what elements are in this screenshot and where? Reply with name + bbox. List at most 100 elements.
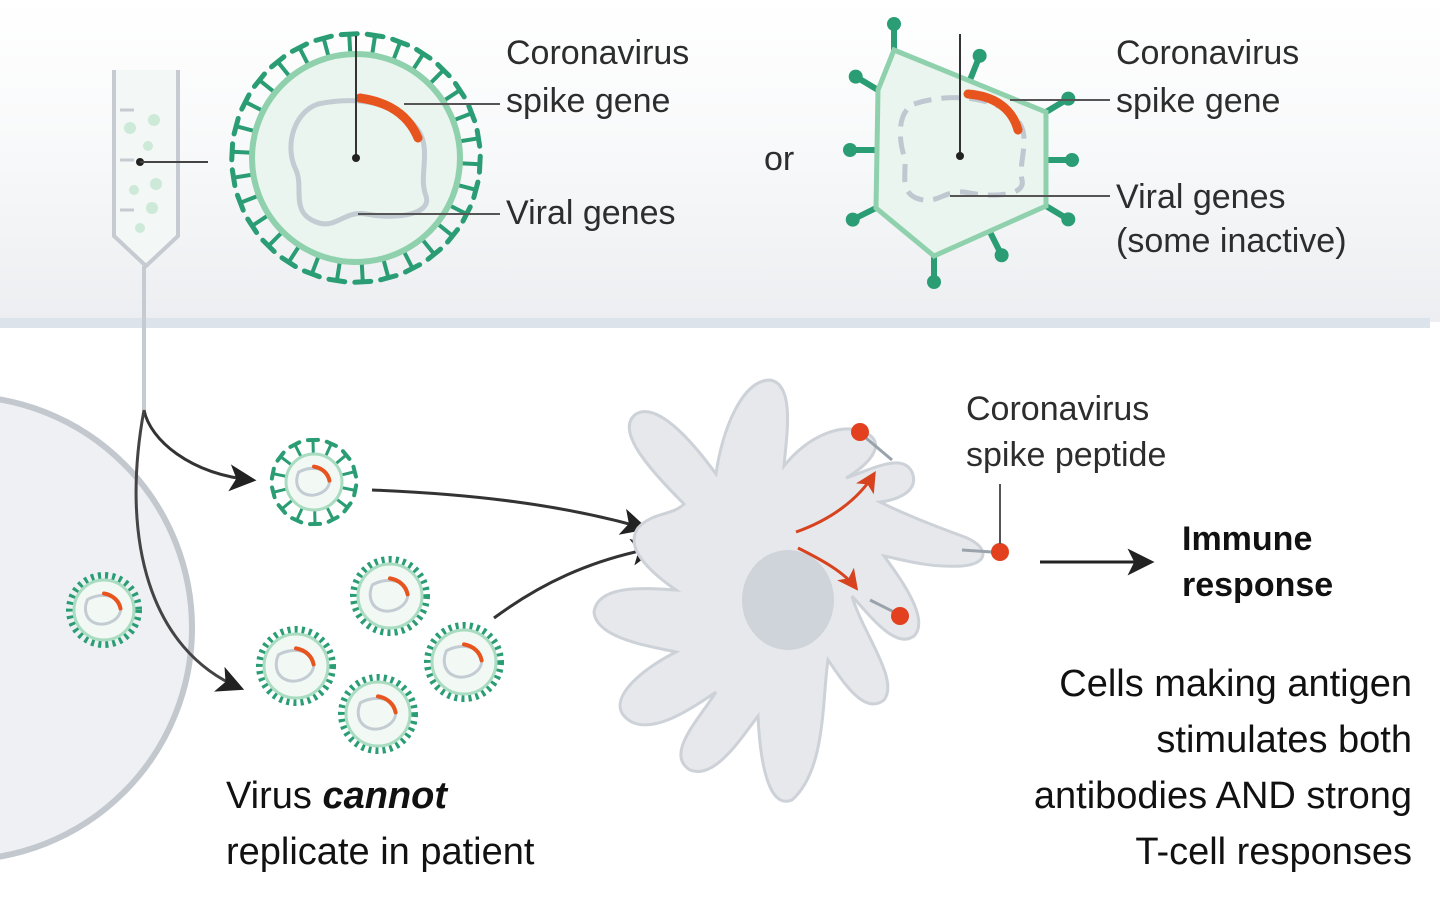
spike-head xyxy=(378,273,399,283)
capsid xyxy=(430,628,498,696)
spike-head xyxy=(452,81,467,100)
spike-gene-segment xyxy=(102,591,123,611)
small-virus-icon xyxy=(66,572,142,648)
spike-ring xyxy=(338,674,418,754)
hex-spike-gene-segment xyxy=(963,89,1023,135)
spike-head xyxy=(338,31,360,38)
spike-gene-segment xyxy=(294,646,316,667)
hexagonal-virus-icon xyxy=(843,17,1110,289)
spike-head xyxy=(848,69,863,84)
antigen-presenting-cell xyxy=(592,378,985,803)
capsid xyxy=(72,578,136,642)
spike-head xyxy=(288,440,302,449)
spike-stalk xyxy=(279,455,294,467)
spike-head xyxy=(260,237,277,255)
spike-stalk xyxy=(271,472,289,478)
spike-stalk xyxy=(321,36,331,60)
small-virus-icon xyxy=(338,674,418,754)
spike-stalk xyxy=(297,45,311,68)
cell-nucleus xyxy=(742,550,834,650)
spike-gene-segment xyxy=(355,93,423,143)
small-virus-icon xyxy=(256,626,336,706)
spike-head xyxy=(245,216,260,235)
tr-viral-genes-label-line2: (some inactive) xyxy=(1116,222,1347,260)
capsid xyxy=(284,452,344,512)
spike-head xyxy=(972,48,987,63)
tl-spike-gene-label-line2: spike gene xyxy=(506,82,670,120)
small-virus-icon xyxy=(350,556,430,636)
spike-stalk xyxy=(333,453,348,466)
spike-stalk xyxy=(275,59,293,80)
tr-viral-genes-label-line1: Viral genes xyxy=(1116,178,1286,216)
spike-stalk xyxy=(231,172,256,180)
spike-head xyxy=(445,227,461,245)
spike-stalk xyxy=(257,78,278,95)
spike-head xyxy=(1061,91,1076,106)
capsid xyxy=(262,632,330,700)
spike-stalk xyxy=(391,40,403,63)
spike-head xyxy=(843,143,857,157)
spike-head xyxy=(352,483,359,498)
red-transport-arrow-2 xyxy=(797,546,859,591)
peptide-label-line1: Coronavirus xyxy=(966,390,1149,428)
spike-head xyxy=(289,41,310,54)
replication-caption-line2: replicate in patient xyxy=(226,831,535,873)
spike-head xyxy=(342,501,353,514)
spike-ring xyxy=(66,572,142,648)
spike-head xyxy=(994,248,1009,263)
spike-head xyxy=(270,485,277,500)
spike-head xyxy=(326,515,340,524)
capsid xyxy=(356,562,424,630)
spike-head xyxy=(364,31,386,40)
spike-head xyxy=(301,268,322,280)
antigen-caption-line3: antibodies AND strong xyxy=(1034,775,1412,817)
spike-stalk xyxy=(334,497,349,509)
tl-spike-gene-label-line1: Coronavirus xyxy=(506,34,689,72)
spike-stalk xyxy=(454,182,478,192)
spike-stalk xyxy=(334,258,342,283)
spike-head xyxy=(927,275,941,289)
spike-head xyxy=(845,212,860,227)
spike-head xyxy=(471,179,481,201)
spike-head xyxy=(326,276,348,285)
immune-response-line2: response xyxy=(1182,566,1333,604)
injection-arrow-upper xyxy=(142,409,257,492)
spike-stalk xyxy=(230,149,255,155)
spike-stalk xyxy=(324,442,333,458)
antigen-caption-line4: T-cell responses xyxy=(1135,831,1412,873)
spike-gene-segment xyxy=(312,464,332,483)
spike-head xyxy=(435,61,452,79)
small-virus-icon xyxy=(269,437,359,527)
spike-head xyxy=(279,255,298,269)
caption-prefix: Virus xyxy=(226,775,322,817)
spike-head xyxy=(239,92,252,112)
uptake-arrow-2 xyxy=(493,538,659,620)
spike-head xyxy=(269,54,287,70)
hex-virus-spikes xyxy=(843,17,1079,289)
spike-head xyxy=(276,503,288,515)
spike-stalk xyxy=(243,99,266,114)
spike-gene-segment xyxy=(388,576,410,597)
spike-stalk xyxy=(419,236,437,257)
spike-stalk xyxy=(456,136,481,144)
small-virus-icon xyxy=(424,622,504,702)
spike-stalk xyxy=(347,32,353,57)
or-label: or xyxy=(764,140,794,178)
top-band xyxy=(0,0,1440,322)
spike-head xyxy=(231,115,241,137)
spike-stalk xyxy=(271,487,289,494)
spike-stalk xyxy=(286,243,302,265)
round-virus-spikes xyxy=(229,31,483,285)
spike-stalk xyxy=(359,259,365,284)
replication-caption-line1: Virus cannot xyxy=(226,775,448,817)
capsid xyxy=(344,680,412,748)
spike-head xyxy=(229,167,238,189)
spike-head xyxy=(390,36,411,48)
spike-stalk xyxy=(434,221,455,238)
injection-arrow-lower xyxy=(134,409,245,692)
spike-stalk xyxy=(325,505,335,521)
spike-head xyxy=(352,278,374,285)
spike-stalk xyxy=(295,506,304,522)
spike-ring xyxy=(350,556,430,636)
